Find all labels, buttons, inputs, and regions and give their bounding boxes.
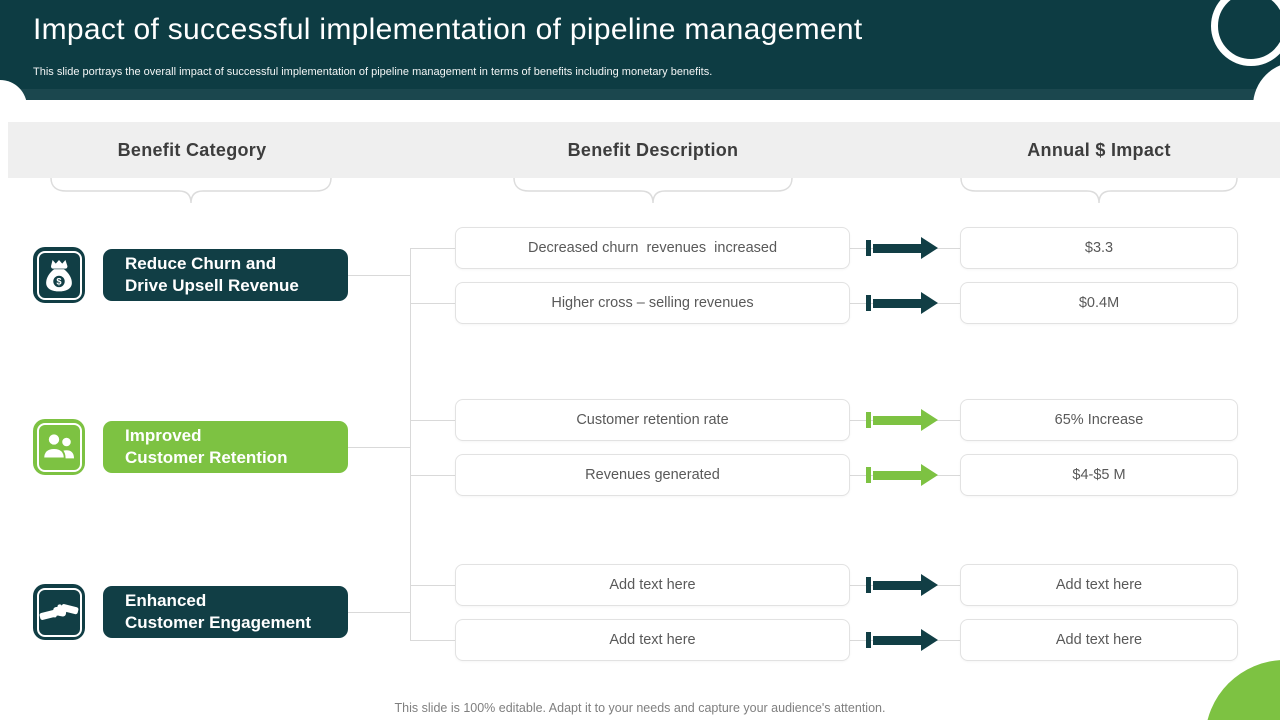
connector-trunk-line <box>410 248 411 640</box>
impact-text: $3.3 <box>1084 240 1114 256</box>
connector-row5-stub <box>410 585 455 586</box>
description-box-row3: Customer retention rate <box>455 399 850 441</box>
connector-row6-stub <box>410 640 455 641</box>
category-box-enhanced-engagement[interactable]: Enhanced Customer Engagement <box>103 586 348 638</box>
impact-box-row1: $3.3 <box>960 227 1238 269</box>
description-box-row4: Revenues generated <box>455 454 850 496</box>
arrow-right-icon <box>866 574 938 596</box>
category-label-line1: Improved <box>125 425 202 445</box>
connector-row4-stub <box>410 475 455 476</box>
category-label-line2: Drive Upsell Revenue <box>125 276 299 295</box>
svg-text:$: $ <box>56 277 62 287</box>
brace-annual-impact <box>960 178 1238 204</box>
category-box-improved-retention[interactable]: Improved Customer Retention <box>103 421 348 473</box>
placeholder-text: Add text here <box>609 632 696 648</box>
placeholder-text: Add text here <box>1055 577 1143 593</box>
page-subtitle: This slide portrays the overall impact o… <box>33 66 713 78</box>
impact-box-row4: $4-$5 M <box>960 454 1238 496</box>
column-header-benefit-category: Benefit Category <box>117 140 267 160</box>
money-bag-icon: $ <box>33 247 85 303</box>
category-label-line2: Customer Retention <box>125 448 288 467</box>
category-label-line2: Customer Engagement <box>125 613 312 632</box>
description-box-row6-placeholder[interactable]: Add text here <box>455 619 850 661</box>
header-accent-band <box>0 89 1280 100</box>
description-box-row2: Higher cross – selling revenues <box>455 282 850 324</box>
description-text: Higher cross – selling revenues <box>551 295 754 311</box>
connector-row1-stub <box>410 248 455 249</box>
impact-box-row6-placeholder[interactable]: Add text here <box>960 619 1238 661</box>
impact-box-row2: $0.4M <box>960 282 1238 324</box>
arrow-right-icon <box>866 409 938 431</box>
impact-box-row3: 65% Increase <box>960 399 1238 441</box>
category-label-line1: Reduce Churn and <box>125 253 277 273</box>
arrow-right-icon <box>866 629 938 651</box>
impact-text: 65% Increase <box>1054 412 1144 428</box>
placeholder-text: Add text here <box>609 577 696 593</box>
description-box-row5-placeholder[interactable]: Add text here <box>455 564 850 606</box>
description-text: Decreased churn revenues increased <box>527 240 778 256</box>
description-box-row1: Decreased churn revenues increased <box>455 227 850 269</box>
arrow-right-icon <box>866 237 938 259</box>
impact-text: $0.4M <box>1078 295 1120 311</box>
description-text: Customer retention rate <box>576 412 729 428</box>
arrow-right-icon <box>866 464 938 486</box>
page-title: Impact of successful implementation of p… <box>33 13 863 46</box>
corner-circle-decoration <box>1205 660 1280 720</box>
description-text: Revenues generated <box>585 467 720 483</box>
brace-benefit-description <box>513 178 793 204</box>
brace-benefit-category <box>50 178 332 204</box>
placeholder-text: Add text here <box>1055 632 1143 648</box>
column-header-annual-impact: Annual $ Impact <box>1027 140 1171 160</box>
connector-category3-stub <box>348 612 410 613</box>
ring-decoration-icon <box>1211 0 1280 66</box>
category-box-reduce-churn[interactable]: Reduce Churn and Drive Upsell Revenue <box>103 249 348 301</box>
impact-box-row5-placeholder[interactable]: Add text here <box>960 564 1238 606</box>
connector-category1-stub <box>348 275 410 276</box>
connector-row2-stub <box>410 303 455 304</box>
impact-text: $4-$5 M <box>1072 467 1126 483</box>
connector-row3-stub <box>410 420 455 421</box>
connector-category2-stub <box>348 447 410 448</box>
column-header-benefit-description: Benefit Description <box>567 140 739 160</box>
footer-note: This slide is 100% editable. Adapt it to… <box>394 701 886 715</box>
category-label-line1: Enhanced <box>125 590 207 610</box>
table-header-bar <box>8 122 1280 178</box>
handshake-icon <box>33 584 85 640</box>
slide-header: Impact of successful implementation of p… <box>0 0 1280 150</box>
customers-icon <box>33 419 85 475</box>
arrow-right-icon <box>866 292 938 314</box>
